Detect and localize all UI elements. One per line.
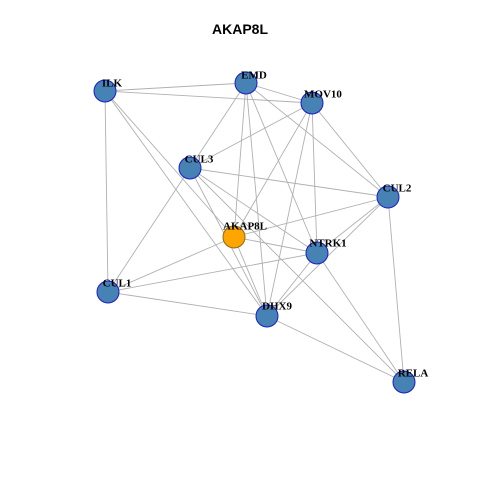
edge-ntrk1-rela — [316, 252, 405, 383]
node-label-emd: EMD — [241, 70, 267, 82]
node-circle-rela — [392, 370, 416, 394]
node-layer: AKAP8L EMD ILK MOV10CUL3CUL2NTRK1CUL1DHX9RE… — [93, 70, 429, 394]
edge-ntrk1-dhx9 — [266, 252, 318, 317]
edge-emd-ntrk1 — [245, 82, 318, 254]
node-cul1: CUL1 — [96, 278, 132, 304]
edge-cul3-ntrk1 — [189, 167, 318, 254]
node-cul3: CUL3 — [178, 154, 214, 180]
edge-ilk-mov10 — [104, 90, 313, 104]
node-circle-ilk — [93, 79, 117, 103]
edge-cul2-akap8l — [233, 196, 389, 238]
edge-cul3-cul1 — [107, 167, 191, 293]
node-label-rela: RELA — [398, 368, 429, 380]
node-label-dhx9: DHX9 — [262, 301, 292, 313]
node-circle-emd — [234, 71, 258, 95]
node-label-ilk: ILK — [102, 78, 123, 90]
node-cul2: CUL2 — [376, 183, 412, 209]
node-label-cul2: CUL2 — [383, 183, 412, 195]
edge-mov10-cul2 — [311, 102, 389, 198]
edge-ilk-dhx9 — [104, 90, 268, 317]
node-circle-akap8l — [222, 225, 246, 249]
node-rela: RELA — [392, 368, 429, 394]
node-dhx9: DHX9 — [255, 301, 292, 328]
edge-emd-cul2 — [245, 82, 389, 198]
edge-mov10-ntrk1 — [311, 102, 318, 254]
node-circle-mov10 — [300, 91, 324, 115]
node-ntrk1: NTRK1 — [305, 238, 347, 265]
edge-layer — [104, 82, 405, 383]
edge-ilk-emd — [104, 82, 247, 92]
node-ilk: ILK — [93, 78, 123, 103]
node-label-ntrk1: NTRK1 — [309, 238, 346, 250]
edge-cul1-dhx9 — [107, 291, 268, 317]
node-emd: EMD — [234, 70, 267, 95]
node-circle-cul1 — [96, 280, 120, 304]
edge-cul3-rela — [189, 167, 405, 383]
edge-ilk-akap8l — [104, 90, 235, 238]
edge-emd-dhx9 — [245, 82, 268, 317]
edge-ntrk1-cul1 — [107, 252, 318, 293]
edge-mov10-dhx9 — [266, 102, 313, 317]
node-label-cul3: CUL3 — [185, 154, 214, 166]
edge-ilk-cul1 — [104, 90, 109, 293]
node-akap8l: AKAP8L — [222, 221, 267, 249]
edge-akap8l-ntrk1 — [233, 236, 318, 254]
edge-cul3-cul2 — [189, 167, 389, 198]
edge-akap8l-cul1 — [107, 236, 235, 293]
node-circle-dhx9 — [255, 304, 279, 328]
edge-cul2-rela — [387, 196, 405, 383]
node-label-cul1: CUL1 — [103, 278, 132, 290]
node-circle-ntrk1 — [305, 241, 329, 265]
node-label-akap8l: AKAP8L — [223, 221, 267, 233]
edge-emd-akap8l — [233, 82, 247, 238]
node-mov10: MOV10 — [300, 89, 342, 115]
node-label-mov10: MOV10 — [304, 89, 342, 101]
edge-mov10-cul3 — [189, 102, 313, 169]
figure-title: AKAP8L — [211, 21, 268, 37]
edge-cul2-ntrk1 — [316, 196, 389, 254]
edge-emd-cul3 — [189, 82, 247, 169]
edge-dhx9-rela — [266, 315, 405, 383]
node-circle-cul2 — [376, 185, 400, 209]
edge-akap8l-dhx9 — [233, 236, 268, 317]
edge-mov10-akap8l — [233, 102, 313, 238]
node-circle-cul3 — [178, 156, 202, 180]
